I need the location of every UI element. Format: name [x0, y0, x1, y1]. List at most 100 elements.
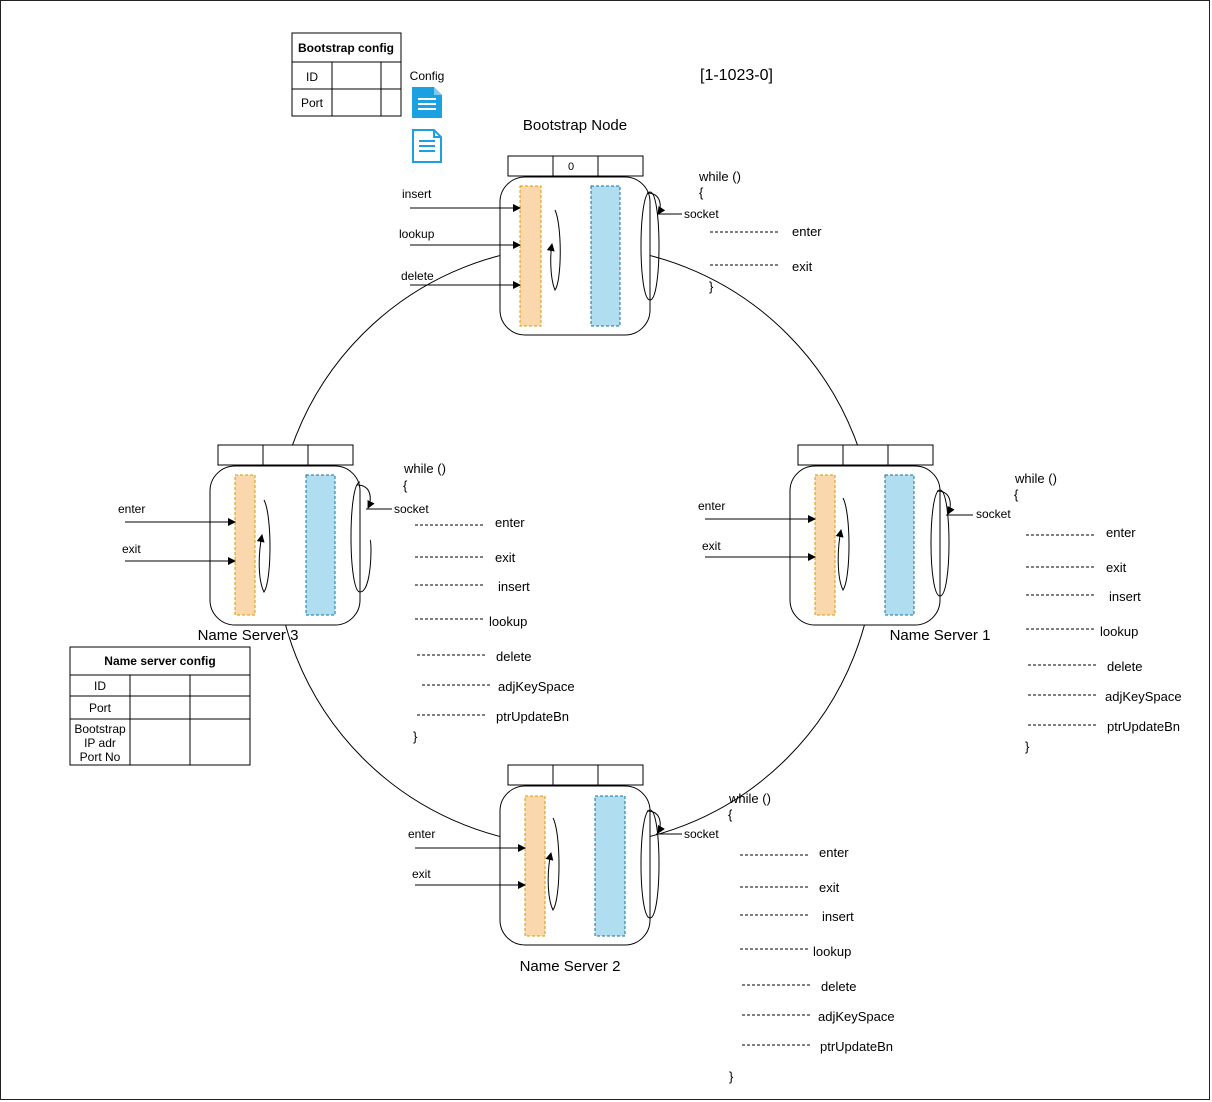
ns1-msg-delete: delete	[1107, 659, 1142, 674]
ns3-slots	[217, 444, 354, 466]
name-server-2: socket enter exit Name Server 2 while ()…	[408, 764, 895, 1084]
ns2-orange-column	[524, 795, 546, 937]
ns3-msg-adjkeyspace: adjKeySpace	[498, 679, 575, 694]
ns3-brace-open: {	[403, 478, 408, 493]
ns2-msg-insert: insert	[822, 909, 854, 924]
ns2-msg-lookup: lookup	[813, 944, 851, 959]
ns3-msg-ptrupdatebn: ptrUpdateBn	[496, 709, 569, 724]
ns3-msg-delete: delete	[496, 649, 531, 664]
ns2-title: Name Server 2	[520, 958, 621, 975]
ns3-msg-enter: enter	[495, 515, 525, 530]
ns-config-bootstrap: Bootstrap	[74, 722, 126, 736]
config-group: Config	[410, 69, 445, 163]
ns3-body	[209, 465, 361, 626]
ns3-input-enter: enter	[118, 502, 145, 516]
ns3-loop-code: while () { enter exit insert lookup dele…	[403, 461, 575, 744]
ns2-slots	[507, 764, 644, 786]
bootstrap-socket-label: socket	[684, 207, 719, 221]
ns2-msg-enter: enter	[819, 845, 849, 860]
bootstrap-node: Bootstrap Node 0 socket insert lookup de…	[399, 117, 822, 336]
bootstrap-loop-code: while () { enter exit }	[698, 169, 822, 294]
ns2-socket-label: socket	[684, 827, 719, 841]
ns1-blue-column	[884, 474, 915, 616]
ns2-msg-adjkeyspace: adjKeySpace	[818, 1009, 895, 1024]
ns2-brace-close: }	[729, 1069, 734, 1084]
bootstrap-input-lookup: lookup	[399, 227, 435, 241]
ns2-input-enter: enter	[408, 827, 435, 841]
bootstrap-blue-column	[590, 185, 621, 327]
ns-config-portno: Port No	[80, 750, 121, 764]
bootstrap-socket-loop	[640, 191, 660, 301]
bootstrap-node-slots: 0	[507, 155, 644, 177]
ns2-brace-open: {	[728, 807, 733, 822]
ns2-msg-ptrupdatebn: ptrUpdateBn	[820, 1039, 893, 1054]
ns2-body	[499, 785, 651, 946]
ns1-input-exit: exit	[702, 539, 721, 553]
ns1-input-enter: enter	[698, 499, 725, 513]
ns3-input-exit: exit	[122, 542, 141, 556]
ns2-inner-loop	[545, 817, 560, 911]
ns-config-ip: IP adr	[84, 736, 116, 750]
bootstrap-orange-column	[519, 185, 542, 327]
ns1-brace-close: }	[1025, 739, 1030, 754]
bootstrap-config-port: Port	[301, 96, 324, 110]
ns1-slots	[797, 444, 934, 466]
ns1-body	[789, 465, 941, 626]
ring-circle	[274, 245, 876, 847]
ns-config-port: Port	[89, 701, 112, 715]
ns1-socket-label: socket	[976, 507, 1011, 521]
ns3-brace-close: }	[413, 729, 418, 744]
ns3-while: while ()	[403, 461, 446, 476]
ns1-msg-lookup: lookup	[1100, 624, 1138, 639]
ns2-loop-code: while () { enter exit insert lookup dele…	[728, 791, 895, 1084]
ns1-msg-exit: exit	[1106, 560, 1127, 575]
ns1-while: while ()	[1014, 471, 1057, 486]
ns1-msg-enter: enter	[1106, 525, 1136, 540]
ns3-socket-label: socket	[394, 502, 429, 516]
bootstrap-config-title: Bootstrap config	[298, 41, 394, 55]
bootstrap-config-id: ID	[306, 70, 318, 84]
ns2-msg-delete: delete	[821, 979, 856, 994]
name-server-1: socket enter exit Name Server 1 while ()…	[698, 444, 1182, 754]
ns1-orange-column	[814, 474, 836, 616]
ns-config-id: ID	[94, 679, 106, 693]
ns1-inner-loop	[835, 497, 850, 591]
ns1-brace-open: {	[1014, 487, 1019, 502]
ns2-msg-exit: exit	[819, 880, 840, 895]
ns2-while: while ()	[728, 791, 771, 806]
bootstrap-msg-enter: enter	[792, 224, 822, 239]
bootstrap-while: while ()	[698, 169, 741, 184]
ns3-socket-loop	[350, 481, 372, 593]
bootstrap-input-insert: insert	[402, 187, 432, 201]
ns1-msg-ptrupdatebn: ptrUpdateBn	[1107, 719, 1180, 734]
ns3-blue-column	[305, 474, 336, 616]
ns1-title: Name Server 1	[890, 627, 991, 644]
ns2-blue-column	[594, 795, 626, 937]
bootstrap-msg-exit: exit	[792, 259, 813, 274]
bootstrap-config-table: Bootstrap config ID Port	[291, 32, 402, 117]
document-outline-icon[interactable]	[412, 129, 442, 163]
name-server-3: socket enter exit Name Server 3 while ()…	[118, 444, 575, 744]
name-server-config-table: Name server config ID Port Bootstrap IP …	[69, 646, 251, 766]
bootstrap-brace-close: }	[709, 279, 714, 294]
bootstrap-inner-loop	[546, 209, 561, 292]
ns2-input-exit: exit	[412, 867, 431, 881]
ns3-msg-exit: exit	[495, 550, 516, 565]
bootstrap-brace-open: {	[699, 185, 704, 200]
ns1-loop-code: while () { enter exit insert lookup dele…	[1014, 471, 1182, 754]
ns3-inner-loop	[256, 499, 271, 593]
bootstrap-input-delete: delete	[401, 269, 434, 283]
name-server-config-title: Name server config	[104, 654, 215, 668]
ns1-msg-adjkeyspace: adjKeySpace	[1105, 689, 1182, 704]
ns3-msg-insert: insert	[498, 579, 530, 594]
ns3-msg-lookup: lookup	[489, 614, 527, 629]
bootstrap-node-title: Bootstrap Node	[523, 117, 627, 134]
keyspace-label: [1-1023-0]	[700, 67, 773, 84]
config-label: Config	[410, 69, 445, 83]
bootstrap-slot-label: 0	[568, 161, 574, 173]
ns3-title: Name Server 3	[198, 627, 299, 644]
document-icon[interactable]	[412, 87, 442, 118]
ns3-orange-column	[234, 474, 256, 616]
